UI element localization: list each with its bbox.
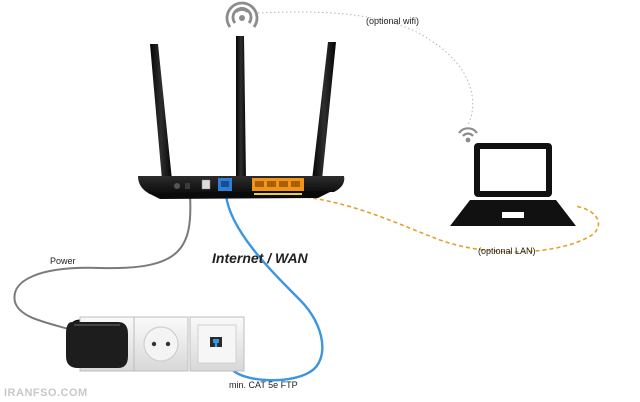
lan-cable	[305, 196, 600, 253]
router-usb-port	[201, 179, 211, 190]
wifi-icon	[458, 127, 478, 143]
router-antenna-middle	[236, 36, 246, 180]
watermark: IRANFSO.COM	[4, 387, 88, 399]
optional-lan-label: (optional LAN)	[478, 246, 536, 256]
cable-spec-label: min. CAT 5e FTP	[229, 380, 298, 390]
power-label: Power	[50, 256, 76, 266]
internet-wan-label: Internet / WAN	[212, 250, 309, 266]
power-socket-icon	[133, 316, 189, 372]
router-icon	[138, 36, 345, 199]
laptop-icon	[450, 143, 576, 226]
power-adapter-icon	[66, 322, 128, 368]
wifi-icon	[225, 1, 259, 28]
optional-wifi-label: (optional wifi)	[366, 16, 419, 26]
router-power-jack	[174, 183, 180, 189]
wifi-link-line	[257, 11, 474, 126]
router-antenna-right	[312, 42, 336, 180]
router-antenna-left	[150, 44, 172, 180]
power-cable	[13, 194, 192, 331]
router-power-button	[185, 183, 190, 189]
